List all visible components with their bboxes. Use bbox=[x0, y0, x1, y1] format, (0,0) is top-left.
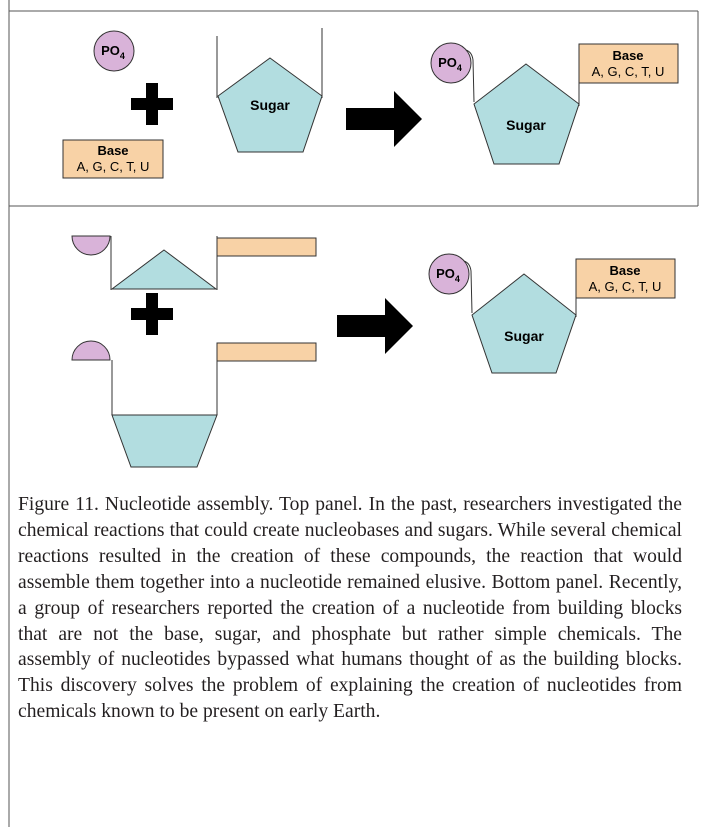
precursor-two bbox=[71, 340, 317, 468]
base-bar-shape bbox=[216, 342, 317, 362]
precursor-one bbox=[71, 235, 317, 290]
bottom-panel: PO4 Sugar Base A, G, C, T, U bbox=[71, 235, 676, 468]
reaction-arrow-icon bbox=[346, 91, 422, 147]
svg-text:Sugar: Sugar bbox=[504, 328, 544, 344]
half-phosphate-shape bbox=[71, 235, 111, 256]
phosphate-group-circle: PO4 bbox=[93, 30, 135, 72]
nucleotide-result: PO4 Sugar Base A, G, C, T, U bbox=[428, 253, 676, 374]
nucleotide-result: PO4 Sugar Base A, G, C, T, U bbox=[430, 42, 679, 165]
sugar-trapezoid-shape bbox=[111, 414, 218, 468]
svg-text:Base: Base bbox=[609, 263, 640, 278]
svg-text:A, G, C, T, U: A, G, C, T, U bbox=[77, 159, 150, 174]
svg-text:Base: Base bbox=[97, 143, 128, 158]
half-phosphate-shape bbox=[71, 340, 111, 361]
sugar-pentagon: Sugar bbox=[216, 28, 323, 153]
result-phosphate-circle bbox=[430, 42, 472, 84]
base-bar-shape bbox=[216, 237, 317, 257]
top-panel: PO4 Base A, G, C, T, U Sugar PO4 Sugar bbox=[62, 28, 679, 179]
result-base-box bbox=[578, 43, 679, 84]
svg-text:Base: Base bbox=[612, 48, 643, 63]
reaction-arrow-icon bbox=[337, 298, 413, 354]
result-sugar-pentagon bbox=[471, 273, 577, 374]
figure-caption: Figure 11. Nucleotide assembly. Top pane… bbox=[18, 494, 682, 723]
result-base-box bbox=[575, 258, 676, 299]
result-phosphate-circle bbox=[428, 253, 470, 295]
plus-icon bbox=[131, 293, 173, 335]
svg-text:PO4: PO4 bbox=[438, 55, 462, 73]
base-box: Base A, G, C, T, U bbox=[62, 139, 164, 179]
svg-text:Sugar: Sugar bbox=[250, 97, 290, 113]
svg-text:PO4: PO4 bbox=[436, 266, 460, 284]
svg-text:A, G, C, T, U: A, G, C, T, U bbox=[589, 279, 662, 294]
svg-text:PO4: PO4 bbox=[101, 43, 125, 61]
result-sugar-pentagon bbox=[473, 63, 580, 165]
plus-icon bbox=[131, 83, 173, 125]
sugar-triangle-shape bbox=[110, 249, 218, 290]
svg-text:A, G, C, T, U: A, G, C, T, U bbox=[592, 64, 665, 79]
svg-text:Sugar: Sugar bbox=[506, 117, 546, 133]
